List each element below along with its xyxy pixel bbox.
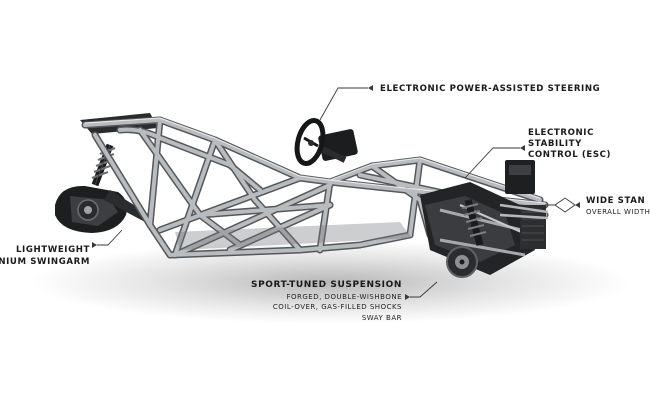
callout-esc: ELECTRONIC STABILITY CONTROL (ESC)	[528, 128, 611, 161]
callout-steering-title: ELECTRONIC POWER-ASSISTED STEERING	[380, 84, 601, 94]
leader-esc	[464, 147, 520, 179]
front-suspension	[420, 160, 549, 278]
rear-swingarm	[55, 185, 150, 233]
callout-swingarm-line1: LIGHTWEIGHT	[15, 245, 90, 255]
callout-suspension-title: SPORT-TUNED SUSPENSION	[251, 280, 402, 290]
leader-lines	[97, 87, 576, 298]
callout-suspension-sub3: SWAY BAR	[361, 313, 402, 322]
callout-suspension: SPORT-TUNED SUSPENSION FORGED, DOUBLE-WI…	[215, 280, 402, 323]
leader-swingarm	[97, 229, 123, 246]
leader-steering	[319, 87, 368, 121]
callout-esc-line2: STABILITY	[528, 139, 582, 149]
leader-stance	[545, 197, 576, 213]
callout-esc-line3: CONTROL (ESC)	[528, 150, 612, 160]
callout-esc-line1: ELECTRONIC	[528, 128, 595, 138]
callout-swingarm-line2: NIUM SWINGARM	[0, 257, 90, 267]
leader-suspension	[410, 281, 438, 298]
leader-markers	[92, 85, 580, 300]
callout-stance-subtitle: OVERALL WIDTH	[586, 208, 650, 216]
callout-swingarm: LIGHTWEIGHT NIUM SWINGARM	[0, 244, 90, 268]
callout-suspension-sub2: COIL-OVER, GAS-FILLED SHOCKS	[272, 303, 402, 311]
callout-stance-title: WIDE STAN	[586, 196, 646, 206]
floor-pan	[175, 222, 412, 250]
callout-stance: WIDE STAN OVERALL WIDTH	[586, 196, 650, 218]
steering-assembly	[294, 118, 358, 166]
callout-suspension-sub1: FORGED, DOUBLE-WISHBONE	[286, 292, 402, 301]
